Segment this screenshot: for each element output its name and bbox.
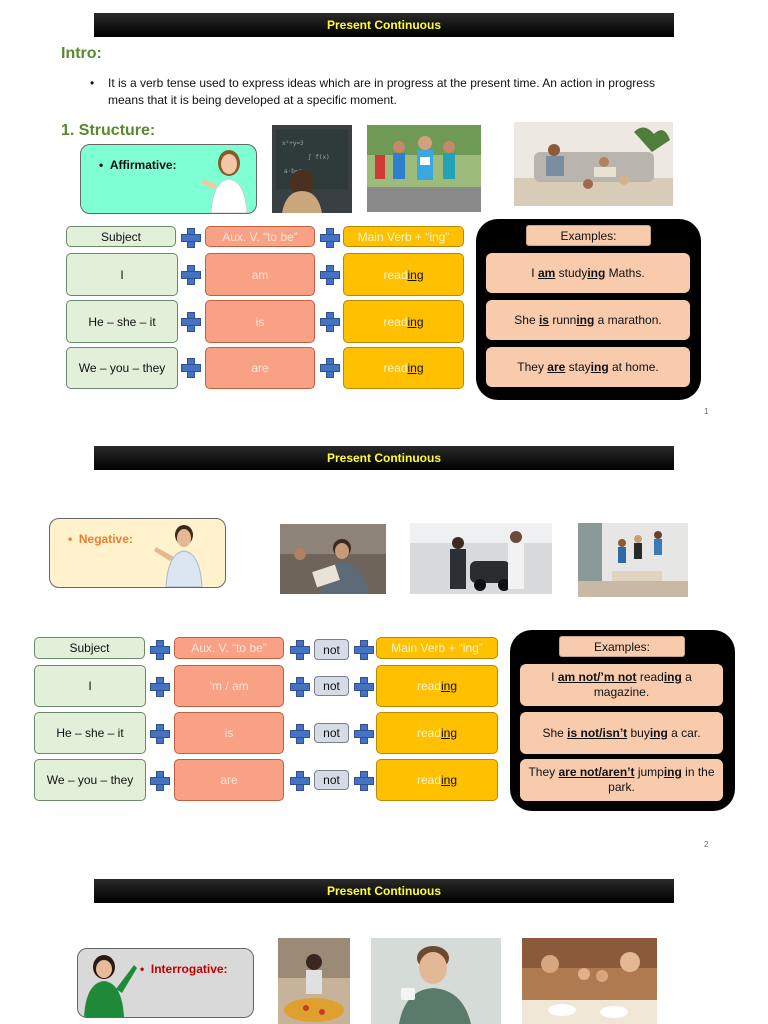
s1-header-main-verb: Main Verb + “ing”: [343, 226, 464, 247]
s1-header-subject: Subject: [66, 226, 176, 247]
intro-bullet: •: [90, 76, 95, 90]
slide2-title: Present Continuous: [326, 451, 441, 465]
plus-icon: [290, 640, 310, 660]
s1-examples-heading: Examples:: [526, 225, 651, 246]
photo-family-at-home: [514, 122, 673, 206]
affirmative-label: • Affirmative:: [99, 158, 177, 172]
negative-label: • Negative:: [68, 532, 133, 546]
plus-icon: [150, 771, 170, 791]
photo-man-drinking-coffee: [371, 938, 501, 1024]
plus-icon: [290, 724, 310, 744]
s1-header-aux: Aux. V. “to be”: [205, 226, 315, 247]
s1-row3-aux: are: [205, 347, 315, 389]
s2-row2-not: not: [314, 723, 349, 743]
s1-row3-subject: We – you – they: [66, 347, 178, 389]
s2-row1-not: not: [314, 676, 349, 696]
plus-icon: [354, 771, 374, 791]
intro-paragraph: • It is a verb tense used to express idea…: [90, 75, 680, 109]
plus-icon: [181, 358, 201, 378]
slide3-title: Present Continuous: [326, 884, 441, 898]
woman-presenter-icon: [201, 150, 248, 213]
svg-text:∫ f(x): ∫ f(x): [308, 153, 330, 161]
man-presenter-icon: [154, 525, 203, 587]
plus-icon: [181, 265, 201, 285]
plus-icon: [150, 677, 170, 697]
s1-row1-subject: I: [66, 253, 178, 296]
svg-text:x²+y=3: x²+y=3: [282, 140, 304, 147]
s2-row3-aux: are: [174, 759, 284, 801]
slide1-title-bar: Present Continuous: [94, 13, 674, 37]
plus-icon: [320, 228, 340, 248]
interrogative-label: • Interrogative:: [140, 962, 228, 976]
s1-example-1: I am studying Maths.: [486, 253, 690, 293]
s2-row3-not: not: [314, 770, 349, 790]
s2-examples-heading: Examples:: [559, 636, 685, 657]
s2-example-2: She is not/isn’t buying a car.: [520, 712, 723, 754]
photo-kids-jumping: [578, 523, 688, 597]
slide3-title-bar: Present Continuous: [94, 879, 674, 903]
s2-header-not: not: [314, 639, 349, 660]
s2-row3-subject: We – you – they: [34, 759, 146, 801]
plus-icon: [150, 640, 170, 660]
s2-row2-subject: He – she – it: [34, 712, 146, 754]
s2-header-main-verb: Main Verb + “ing”: [376, 637, 498, 659]
photo-marathon-runners: [367, 125, 481, 212]
plus-icon: [320, 312, 340, 332]
s1-example-3: They are staying at home.: [486, 347, 690, 387]
plus-icon: [290, 677, 310, 697]
s1-row2-subject: He – she – it: [66, 300, 178, 343]
svg-text:a·b=c: a·b=c: [284, 168, 302, 175]
photo-man-at-car-dealer: [410, 523, 552, 594]
s2-example-3: They are not/aren’t jumping in the park.: [520, 759, 723, 801]
plus-icon: [354, 677, 374, 697]
structure-heading: 1. Structure:: [61, 122, 156, 139]
woman-pointing-icon: [84, 955, 137, 1017]
interrogative-callout: • Interrogative:: [77, 948, 254, 1018]
plus-icon: [150, 724, 170, 744]
plus-icon: [354, 724, 374, 744]
s2-header-aux: Aux. V. “to be”: [174, 637, 284, 659]
slide2-title-bar: Present Continuous: [94, 446, 674, 470]
s2-row1-subject: I: [34, 665, 146, 707]
affirmative-callout: • Affirmative:: [80, 144, 257, 214]
s2-row1-aux: ‘m / am: [174, 665, 284, 707]
plus-icon: [181, 312, 201, 332]
plus-icon: [354, 640, 374, 660]
photo-boy-at-blackboard: x²+y=3 ∫ f(x) a·b=c: [272, 125, 352, 213]
intro-text: It is a verb tense used to express ideas…: [108, 76, 655, 107]
intro-heading: Intro:: [61, 45, 102, 62]
plus-icon: [290, 771, 310, 791]
s2-page-number: 2: [704, 840, 709, 849]
photo-man-reading-magazine: [280, 524, 386, 594]
s1-page-number: 1: [704, 407, 709, 416]
plus-icon: [320, 265, 340, 285]
s2-header-subject: Subject: [34, 637, 145, 659]
s2-row2-aux: is: [174, 712, 284, 754]
slide1-title: Present Continuous: [326, 18, 441, 32]
s1-row2-aux: is: [205, 300, 315, 343]
s1-row1-aux: am: [205, 253, 315, 296]
s1-example-2: She is running a marathon.: [486, 300, 690, 340]
plus-icon: [320, 358, 340, 378]
negative-callout: • Negative:: [49, 518, 226, 588]
plus-icon: [181, 228, 201, 248]
s2-example-1: I am not/’m not reading a magazine.: [520, 664, 723, 706]
photo-woman-cooking-paella: [278, 938, 350, 1024]
photo-family-dinner: [522, 938, 657, 1024]
